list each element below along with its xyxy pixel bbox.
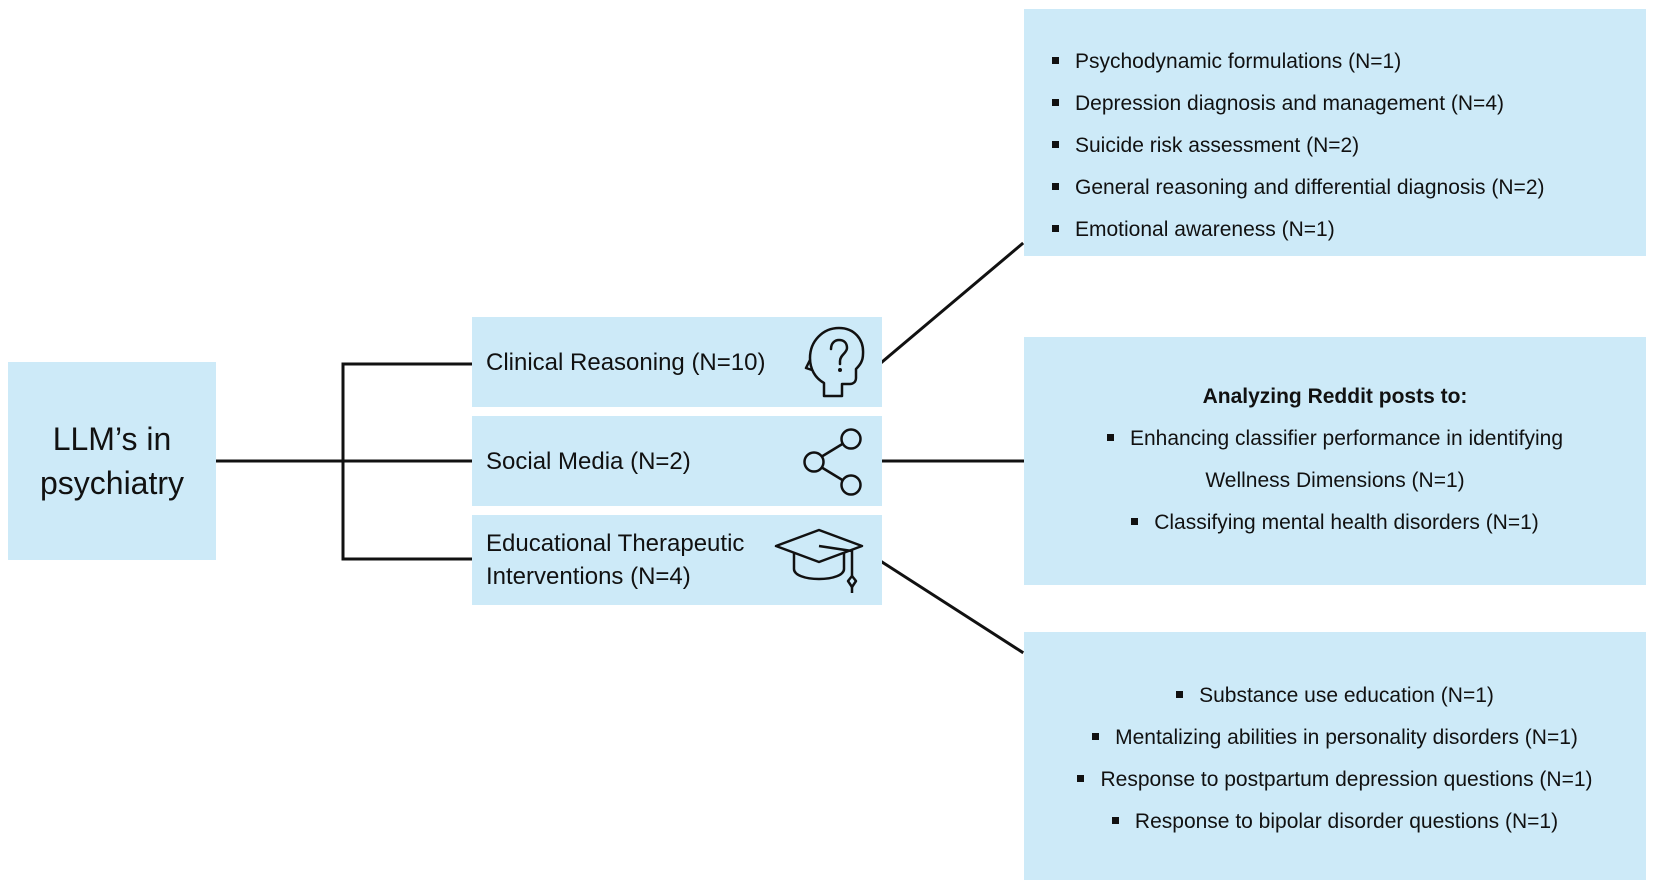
list-item: Suicide risk assessment (N=2): [1052, 125, 1646, 167]
category-label: Clinical Reasoning (N=10): [486, 348, 766, 376]
list-item: Enhancing classifier performance in iden…: [1044, 418, 1626, 460]
root-node: LLM’s in psychiatry: [8, 362, 216, 560]
root-title-line1: LLM’s in: [52, 421, 172, 457]
list-item: Psychodynamic formulations (N=1): [1052, 41, 1646, 83]
list-item: Response to postpartum depression questi…: [1044, 759, 1626, 801]
list-item: Substance use education (N=1): [1044, 675, 1626, 717]
list-item: Classifying mental health disorders (N=1…: [1044, 502, 1626, 544]
link-edu-detail: [879, 559, 1025, 655]
category-label-line2: Interventions (N=4): [486, 563, 691, 590]
list-item-continuation: Wellness Dimensions (N=1): [1205, 469, 1465, 492]
detail-list: Substance use education (N=1) Mentalizin…: [1044, 675, 1626, 843]
category-label-line1: Educational Therapeutic: [486, 530, 745, 557]
detail-educational-interventions: Substance use education (N=1) Mentalizin…: [1024, 632, 1646, 880]
detail-list: Enhancing classifier performance in iden…: [1044, 418, 1626, 544]
category-educational-interventions: Educational Therapeutic Interventions (N…: [472, 515, 882, 605]
list-item: Depression diagnosis and management (N=4…: [1052, 83, 1646, 125]
list-item: General reasoning and differential diagn…: [1052, 167, 1646, 209]
detail-social-media: Analyzing Reddit posts to: Enhancing cla…: [1024, 337, 1646, 585]
link-clinical-detail: [879, 241, 1025, 365]
detail-list: Psychodynamic formulations (N=1) Depress…: [1052, 41, 1646, 251]
category-label: Social Media (N=2): [486, 447, 691, 475]
category-clinical-reasoning: Clinical Reasoning (N=10): [472, 317, 882, 407]
detail-heading: Analyzing Reddit posts to:: [1202, 385, 1468, 408]
head-question-icon: [804, 326, 865, 398]
graduation-cap-icon: [774, 528, 864, 593]
category-social-media: Social Media (N=2): [472, 416, 882, 506]
list-item: Mentalizing abilities in personality dis…: [1044, 717, 1626, 759]
share-icon: [803, 428, 862, 496]
list-item: Response to bipolar disorder questions (…: [1044, 801, 1626, 843]
list-item: Emotional awareness (N=1): [1052, 209, 1646, 251]
root-title-line2: psychiatry: [39, 465, 185, 501]
detail-clinical-reasoning: Psychodynamic formulations (N=1) Depress…: [1024, 9, 1646, 256]
